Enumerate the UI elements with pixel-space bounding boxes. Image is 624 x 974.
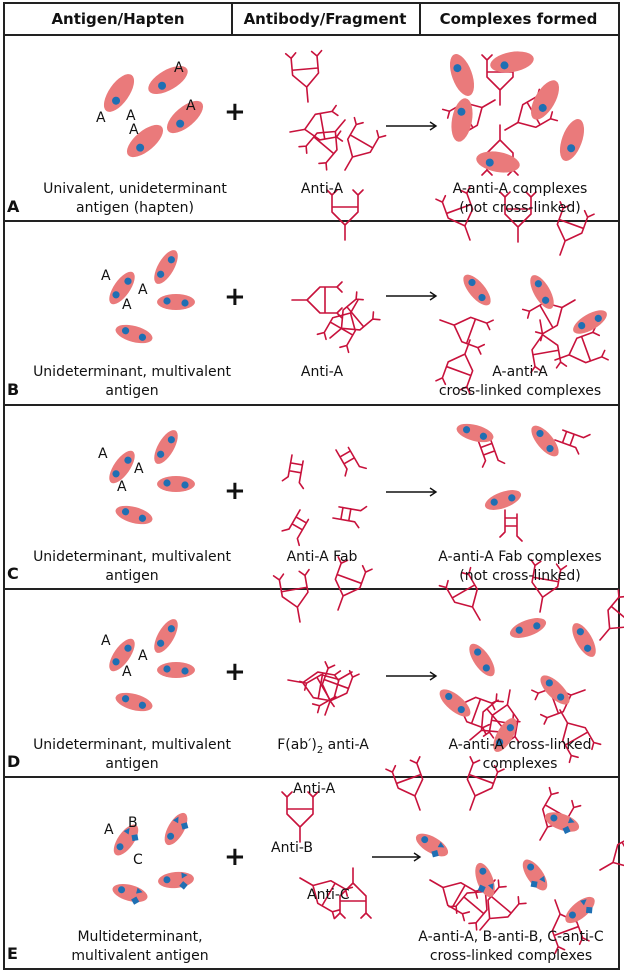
panel-a — [3, 36, 620, 222]
det-label: B — [128, 815, 138, 831]
arrow-d — [386, 671, 438, 681]
caption-antigen-e: Multideterminant, multivalent antigen — [71, 929, 209, 964]
header-complexes-label: Complexes formed — [439, 10, 598, 28]
panel-letter: D — [7, 752, 21, 771]
det-label: A — [129, 122, 139, 138]
panel-e — [3, 778, 620, 970]
panel-letter: A — [7, 197, 20, 216]
plus-sign: + — [224, 476, 246, 506]
antibody-label-anti-b: Anti-B — [271, 840, 313, 856]
panel-d — [3, 590, 620, 778]
caption-antibody-b: Anti-A — [300, 364, 344, 380]
plus-sign: + — [224, 282, 246, 312]
det-label: A — [98, 446, 108, 462]
caption-antigen-c: Unideterminant, multivalent antigen — [33, 549, 231, 584]
caption-antigen-a: Univalent, unideterminant antigen (hapte… — [43, 181, 227, 216]
arrow-a — [386, 121, 438, 131]
panel-c-antigens — [104, 426, 195, 528]
det-label: A — [122, 297, 132, 313]
caption-complex-c: A-anti-A Fab complexes (not cross-linked… — [438, 549, 602, 584]
panel-e-antigens — [109, 809, 195, 908]
panel-d-complexes — [435, 558, 624, 764]
reaction-arrows — [372, 121, 438, 862]
det-label: A — [104, 822, 114, 838]
caption-antibody-a: Anti-A — [300, 181, 344, 197]
caption-antibody-c: Anti-A Fab — [286, 549, 358, 565]
header-antigen: Antigen/Hapten — [3, 2, 233, 36]
det-label: A — [96, 110, 106, 126]
det-label: A — [101, 268, 111, 284]
caption-complex-d: A-anti-A cross-linked complexes — [448, 737, 592, 772]
panel-c — [3, 406, 620, 590]
panel-b-antigens — [104, 246, 195, 347]
det-label: A — [186, 98, 196, 114]
caption-antibody-d: F(ab′)2 anti-A — [277, 737, 369, 756]
caption-complex-b: A-anti-A cross-linked complexes — [438, 364, 602, 399]
det-label: A — [117, 479, 127, 495]
det-label: A — [174, 60, 184, 76]
panel-letter: C — [7, 564, 19, 583]
panel-d-antigens — [104, 615, 195, 715]
panel-d-fab2 — [272, 556, 373, 722]
det-label: C — [133, 852, 143, 868]
det-label: A — [138, 282, 148, 298]
panel-a-antibodies — [284, 49, 387, 180]
plus-sign: + — [224, 842, 246, 872]
caption-antigen-d: Unideterminant, multivalent antigen — [33, 737, 231, 772]
det-label: A — [138, 648, 148, 664]
plus-sign: + — [224, 97, 246, 127]
plus-sign: + — [224, 657, 246, 687]
header-antibody-label: Antibody/Fragment — [243, 10, 407, 28]
caption-complex-a: A-anti-A complexes (not cross-linked) — [452, 181, 588, 216]
header-antibody: Antibody/Fragment — [231, 2, 421, 36]
det-label: A — [134, 461, 144, 477]
panel-letter: B — [7, 380, 20, 399]
header-complexes: Complexes formed — [419, 2, 620, 36]
panel-b-antibodies — [291, 189, 381, 354]
panel-a-complexes — [441, 48, 589, 176]
antibody-label-anti-c: Anti-C — [307, 887, 350, 903]
panel-b — [3, 222, 620, 406]
det-label: A — [101, 633, 111, 649]
panel-letter: E — [7, 944, 18, 963]
arrow-e — [372, 852, 422, 862]
antibody-label-anti-a: Anti-A — [293, 781, 336, 797]
panel-e-complexes — [385, 756, 624, 954]
arrow-c — [386, 487, 438, 497]
det-label: A — [126, 108, 136, 124]
caption-antigen-b: Unideterminant, multivalent antigen — [33, 364, 231, 399]
panel-c-complexes — [454, 420, 591, 542]
caption-complex-e: A-anti-A, B-anti-B, C-anti-C cross-linke… — [418, 929, 604, 964]
header-antigen-label: Antigen/Hapten — [51, 10, 185, 28]
arrow-b — [386, 291, 438, 301]
det-label: A — [122, 664, 132, 680]
panel-c-fabs — [279, 440, 368, 547]
